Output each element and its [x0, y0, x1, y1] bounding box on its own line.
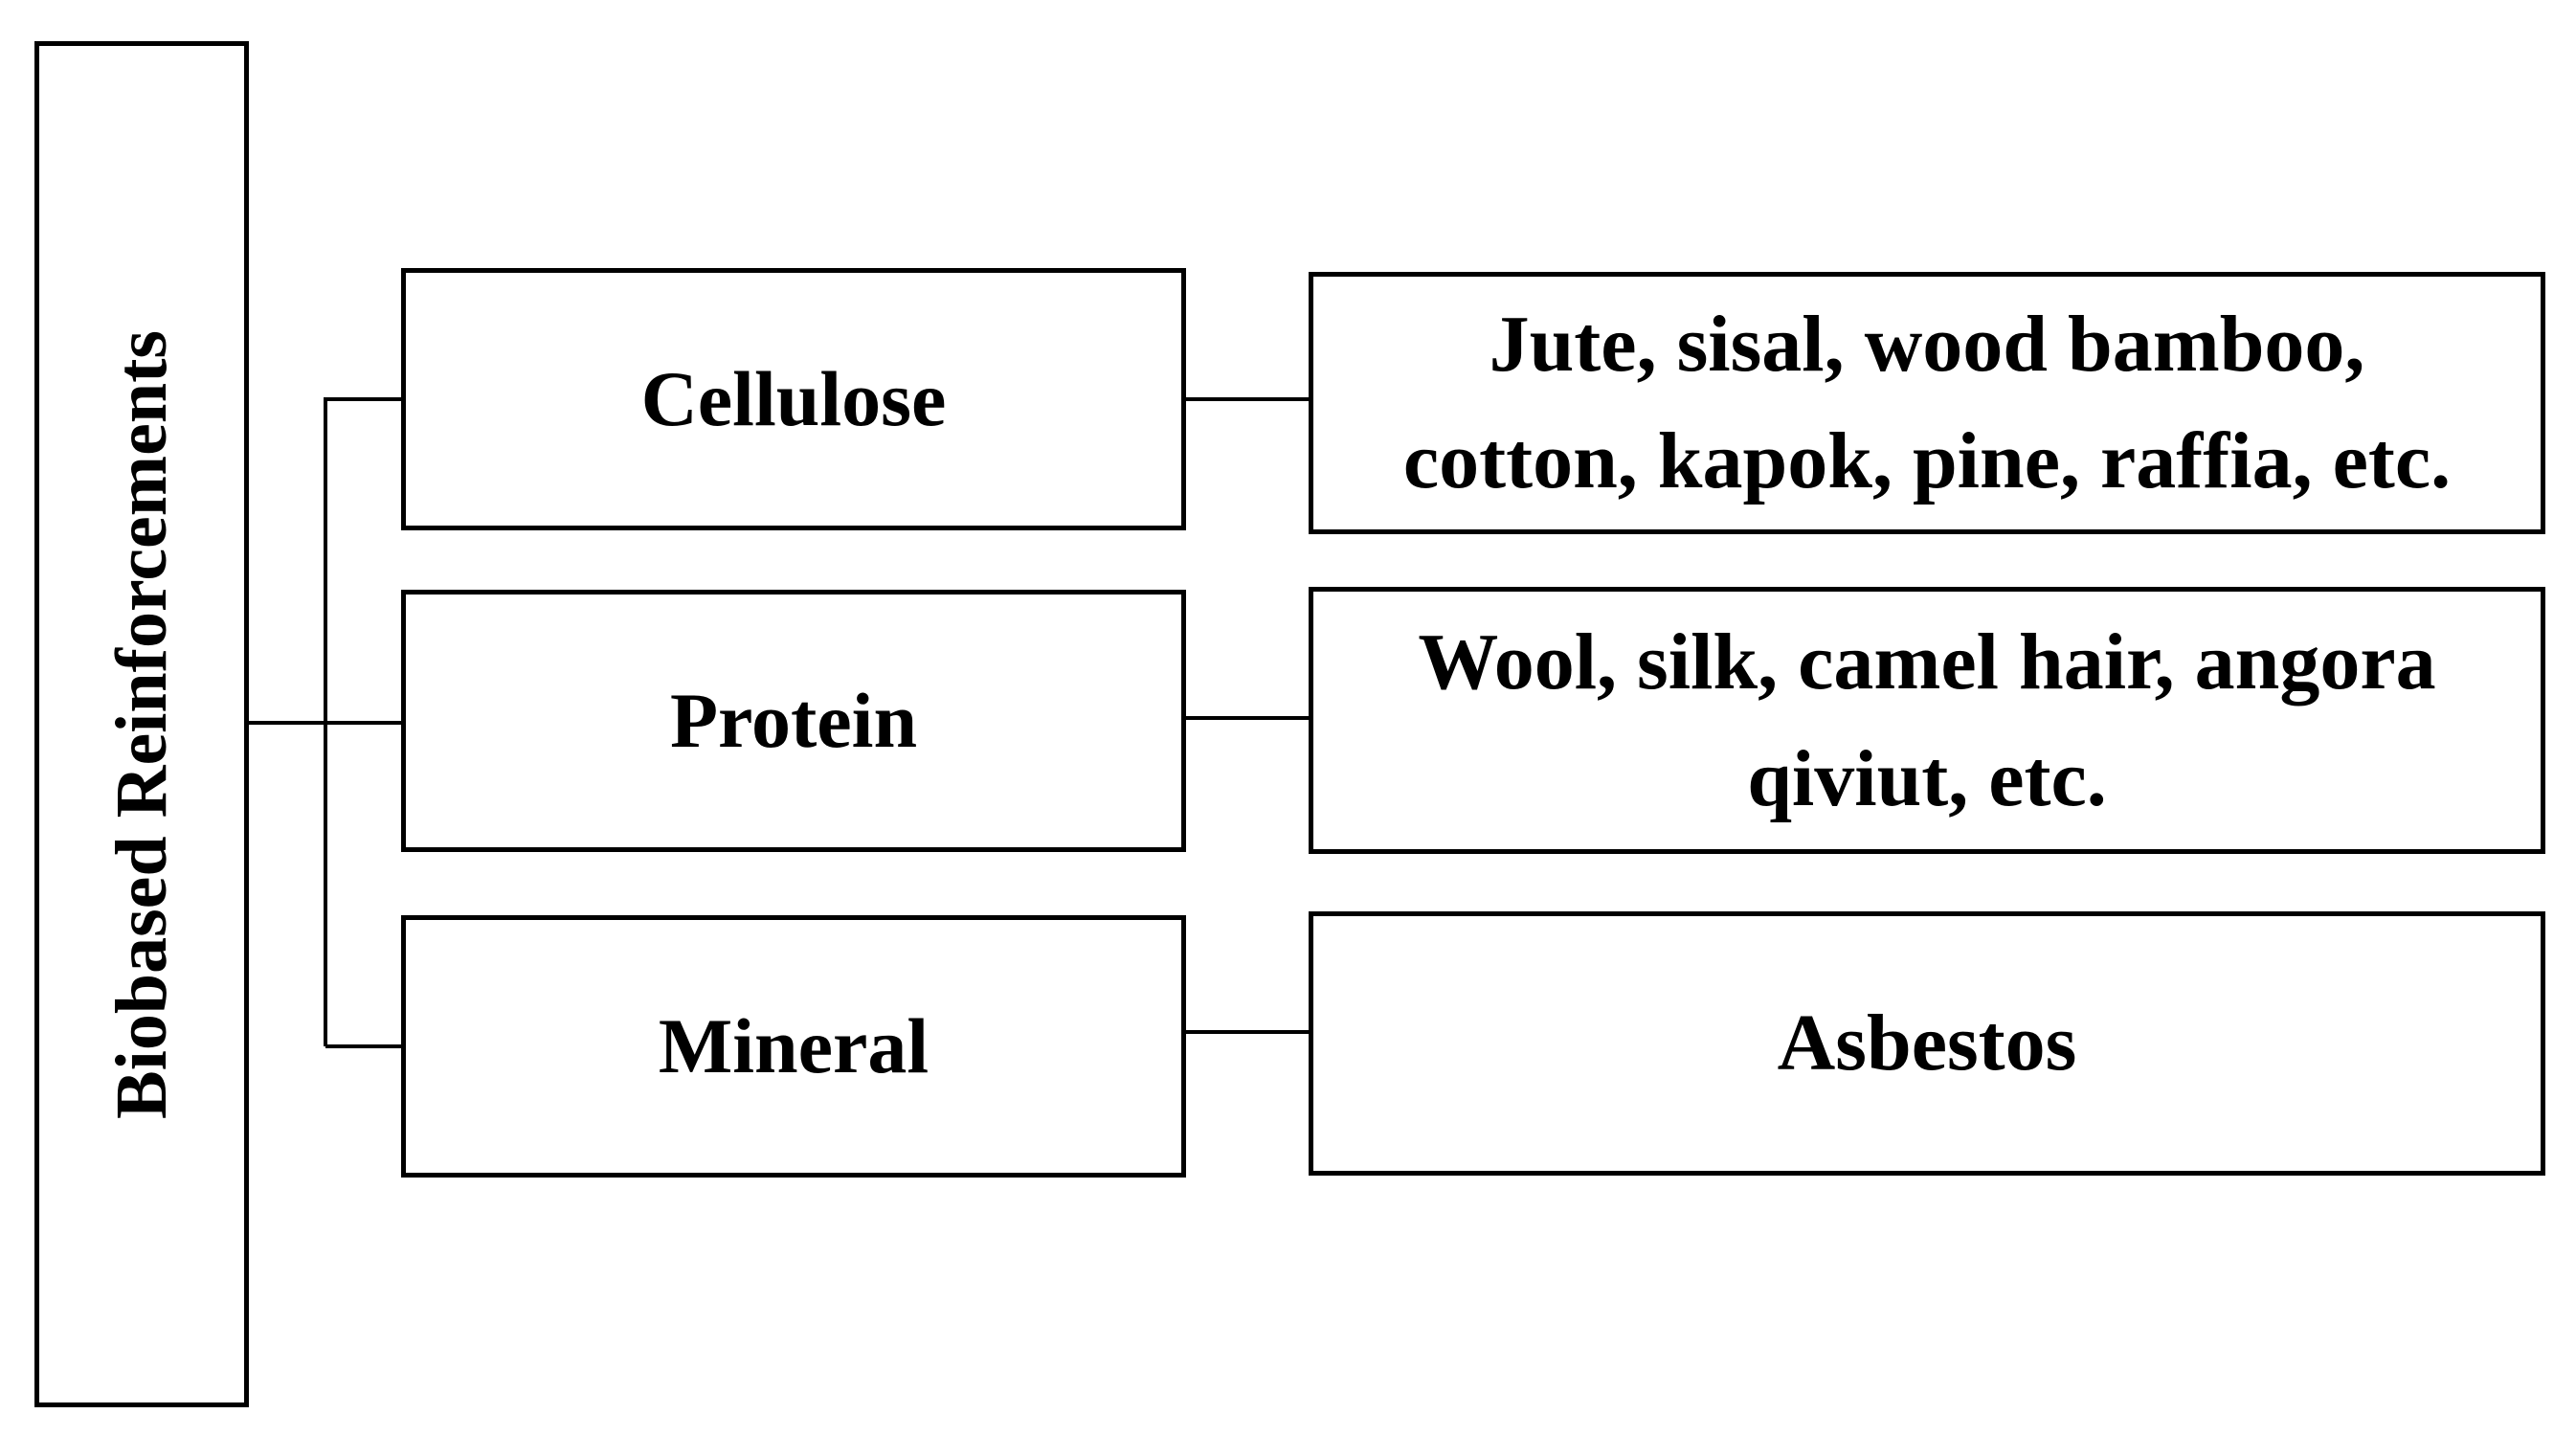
category-label-protein: Protein [669, 677, 918, 764]
examples-node-mineral: Asbestos [1309, 911, 2545, 1176]
root-label: Biobased Reinforcements [101, 329, 182, 1119]
examples-line: Wool, silk, camel hair, angora [1418, 617, 2436, 707]
examples-node-cellulose: Jute, sisal, wood bamboo, cotton, kapok,… [1309, 272, 2545, 534]
root-node: Biobased Reinforcements [34, 41, 249, 1407]
examples-line: Jute, sisal, wood bamboo, [1489, 300, 2365, 390]
examples-node-protein: Wool, silk, camel hair, angora qiviut, e… [1309, 587, 2545, 854]
examples-line: cotton, kapok, pine, raffia, etc. [1402, 416, 2452, 505]
examples-line: Asbestos [1777, 998, 2077, 1088]
examples-line: qiviut, etc. [1747, 733, 2107, 823]
category-label-mineral: Mineral [658, 1002, 930, 1089]
category-label-cellulose: Cellulose [640, 355, 947, 442]
category-node-mineral: Mineral [401, 915, 1186, 1178]
category-node-protein: Protein [401, 590, 1186, 852]
category-node-cellulose: Cellulose [401, 268, 1186, 530]
